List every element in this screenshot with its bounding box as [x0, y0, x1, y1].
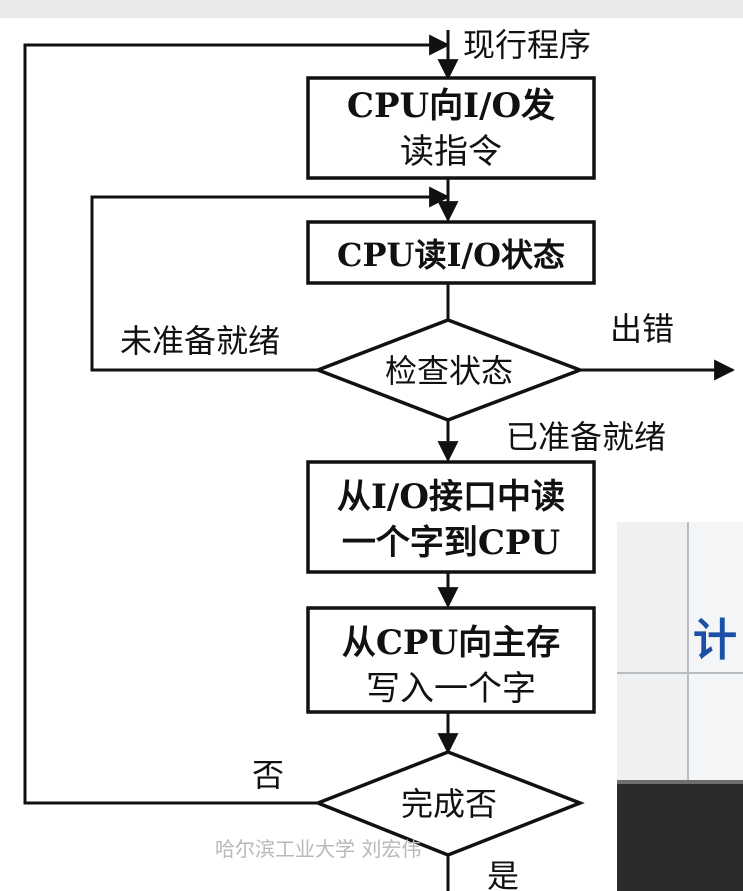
flow-shapes	[306, 76, 596, 857]
not-ready-loop	[90, 186, 451, 372]
diamond2-label: 完成否	[401, 785, 497, 823]
flow-lines	[23, 30, 736, 891]
box1-line2: 读指令	[400, 132, 502, 172]
video-inset: 计	[617, 522, 743, 891]
box2-label: CPU读I/O状态	[337, 236, 565, 274]
box-read-word	[306, 460, 596, 574]
wall-panel	[617, 522, 689, 782]
top-band	[0, 0, 743, 18]
edge-ready: 已准备就绪	[506, 418, 666, 456]
diamond-done-check	[313, 750, 585, 857]
start-label: 现行程序	[463, 26, 591, 64]
box-read-status	[306, 220, 596, 285]
wall-sign: 计	[693, 615, 737, 666]
box4-line2: 写入一个字	[366, 669, 536, 709]
box1-line1: CPU向I/O发	[347, 86, 555, 126]
diamond1-label: 检查状态	[385, 352, 513, 390]
edge-error: 出错	[610, 310, 674, 348]
not-done-loop	[23, 34, 451, 805]
edge-no: 否	[252, 756, 284, 794]
box-write-memory	[306, 606, 596, 714]
watermark: 哈尔滨工业大学 刘宏伟	[215, 837, 421, 861]
box-send-read-cmd	[306, 76, 596, 180]
box4-line1: 从CPU向主存	[342, 623, 560, 663]
wall-panel	[689, 522, 743, 782]
edge-yes: 是	[487, 857, 519, 891]
edge-not-ready: 未准备就绪	[120, 322, 280, 360]
floor-edge	[617, 780, 743, 786]
diamond-check-status	[313, 318, 585, 422]
box3-line1: 从I/O接口中读	[337, 477, 565, 517]
box3-line2: 一个字到CPU	[342, 523, 560, 563]
wall-seam	[617, 672, 743, 674]
floor	[617, 784, 743, 891]
